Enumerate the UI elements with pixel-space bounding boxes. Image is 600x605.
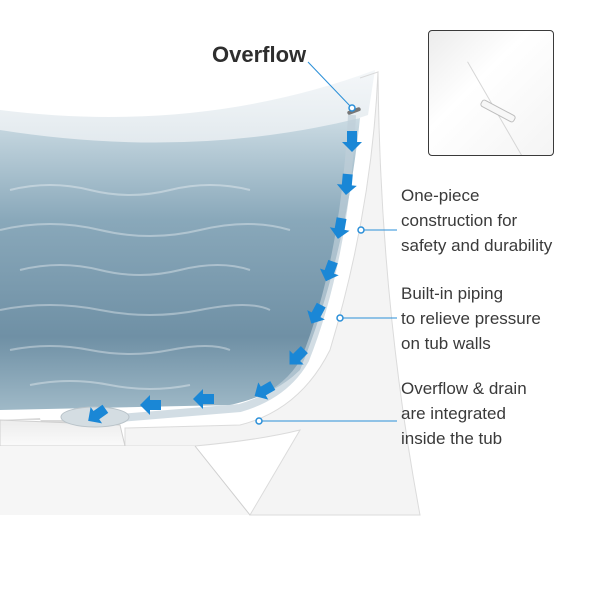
dot-icon [348, 104, 356, 112]
callout-line: construction for [401, 211, 518, 230]
arrow-icon [88, 404, 109, 424]
arrow-icon [289, 346, 308, 365]
inset-tub-edge [467, 31, 553, 155]
water-body [0, 118, 360, 410]
arrow-icon [319, 259, 339, 282]
arrow-icon [140, 395, 161, 415]
dot-icon [255, 417, 263, 425]
callout-overflow-drain: Overflow & drain are integrated inside t… [401, 376, 527, 451]
leader-lines [259, 61, 397, 422]
tub-shell [124, 71, 421, 516]
overflow-title: Overflow [212, 42, 307, 67]
callout-line: safety and durability [401, 236, 553, 255]
callout-one-piece: One-piece construction for safety and du… [401, 183, 552, 258]
arrow-icon [307, 302, 326, 324]
callout-line: One-piece [401, 186, 480, 205]
flow-arrows [88, 131, 362, 424]
callout-line: Overflow & drain [401, 379, 527, 398]
leader-dots [255, 104, 365, 425]
dot-icon [357, 226, 365, 234]
callout-line: Built-in piping [401, 284, 504, 303]
arrow-icon [329, 217, 350, 239]
arrow-icon [193, 389, 214, 409]
overflow-detail-inset [428, 30, 554, 156]
dot-icon [336, 314, 344, 322]
leader-overflow [307, 61, 353, 109]
callout-line: are integrated [401, 404, 506, 423]
tub-skirt [0, 446, 250, 515]
arrow-icon [254, 381, 276, 400]
callout-line: on tub walls [401, 334, 491, 353]
callout-line: to relieve pressure [401, 309, 541, 328]
tub-foot-edge [194, 445, 251, 516]
callout-piping: Built-in piping to relieve pressure on t… [401, 281, 541, 356]
water-ripples [0, 184, 291, 390]
callout-line: inside the tub [401, 429, 503, 448]
arrow-icon [342, 131, 362, 152]
arrow-icon [336, 173, 357, 195]
